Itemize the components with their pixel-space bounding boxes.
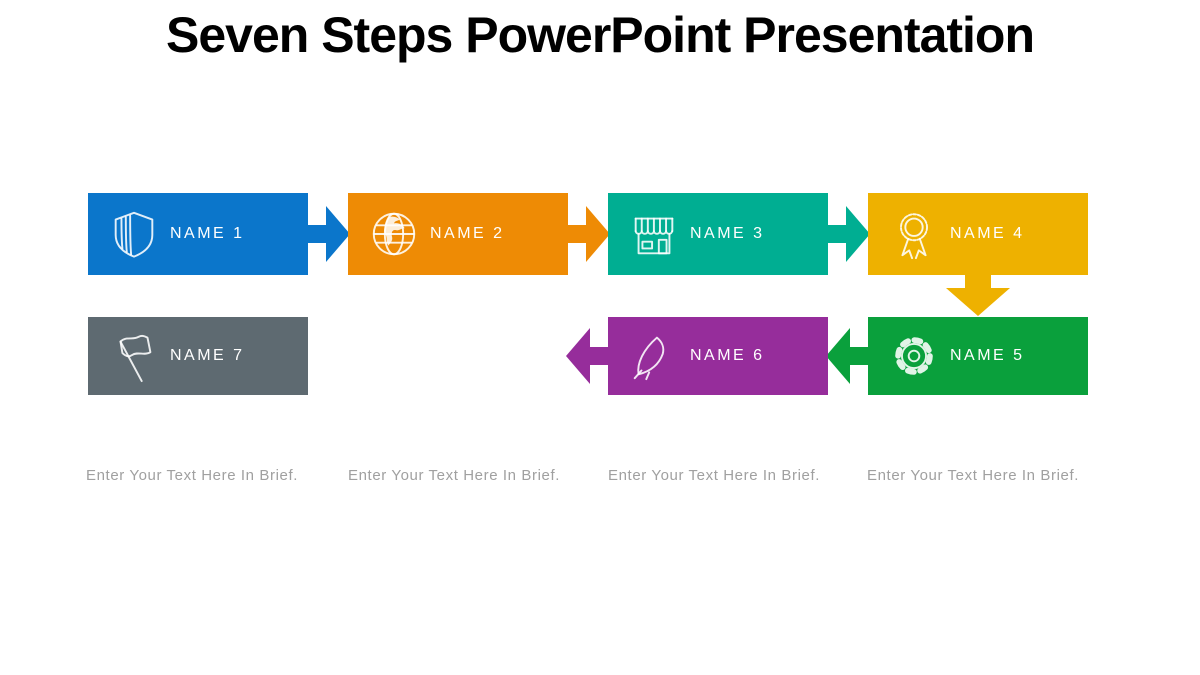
page-title: Seven Steps PowerPoint Presentation xyxy=(165,7,1035,63)
gear-icon xyxy=(887,329,941,383)
step-label: NAME 3 xyxy=(690,225,765,242)
award-ribbon-icon xyxy=(887,207,941,261)
step-label: NAME 5 xyxy=(950,347,1025,364)
step-label: NAME 1 xyxy=(170,225,245,242)
arrow-down-connector xyxy=(946,274,1010,316)
arrow-right-connector xyxy=(566,206,610,262)
step-box-name-7[interactable]: NAME 7 xyxy=(88,317,308,395)
step-box-name-3[interactable]: NAME 3 xyxy=(608,193,828,275)
shield-icon xyxy=(107,207,161,261)
step-box-name-2[interactable]: NAME 2 xyxy=(348,193,568,275)
caption-text-4[interactable]: Enter Your Text Here In Brief. xyxy=(867,467,1079,484)
caption-text-2[interactable]: Enter Your Text Here In Brief. xyxy=(348,467,560,484)
arrow-left-connector xyxy=(826,328,870,384)
step-box-name-6[interactable]: NAME 6 xyxy=(608,317,828,395)
arrow-right-connector xyxy=(306,206,350,262)
step-label: NAME 2 xyxy=(430,225,505,242)
rocket-icon xyxy=(627,329,681,383)
step-label: NAME 7 xyxy=(170,347,245,364)
arrow-left-connector xyxy=(566,328,610,384)
step-box-name-1[interactable]: NAME 1 xyxy=(88,193,308,275)
step-box-name-5[interactable]: NAME 5 xyxy=(868,317,1088,395)
globe-icon xyxy=(367,207,421,261)
step-label: NAME 4 xyxy=(950,225,1025,242)
arrow-right-connector xyxy=(826,206,870,262)
caption-text-1[interactable]: Enter Your Text Here In Brief. xyxy=(86,467,298,484)
storefront-icon xyxy=(627,207,681,261)
step-label: NAME 6 xyxy=(690,347,765,364)
caption-text-3[interactable]: Enter Your Text Here In Brief. xyxy=(608,467,820,484)
step-box-name-4[interactable]: NAME 4 xyxy=(868,193,1088,275)
flag-icon xyxy=(107,329,161,383)
